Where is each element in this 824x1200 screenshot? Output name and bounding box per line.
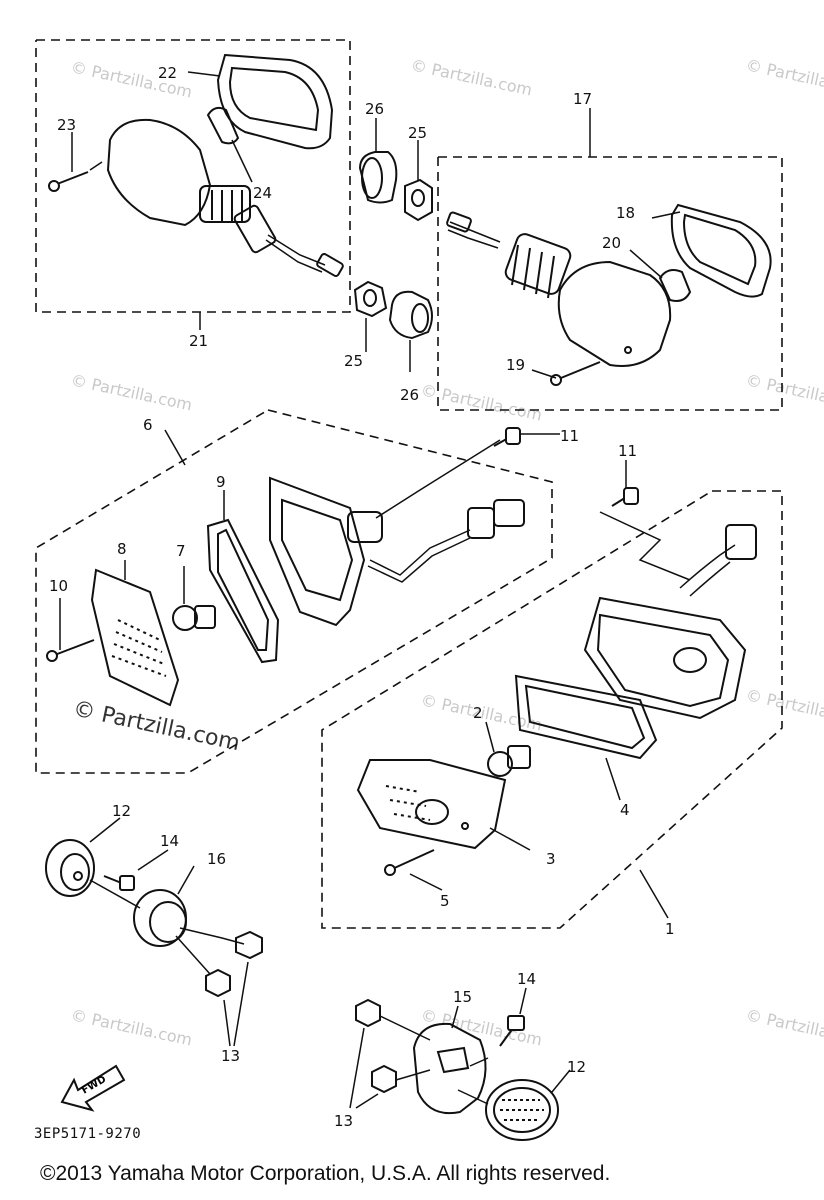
screw-head-11 bbox=[623, 487, 639, 505]
bulb-part-7 bbox=[172, 605, 198, 631]
watermark: © Partzilla.com bbox=[744, 55, 824, 99]
callout-13: 13 bbox=[221, 1047, 240, 1065]
grommets-and-nuts bbox=[353, 118, 433, 372]
callout-14: 14 bbox=[160, 832, 179, 850]
housing-part-1 bbox=[583, 596, 747, 720]
reflector-assembly-left bbox=[45, 817, 263, 1047]
nut-part-13 bbox=[355, 998, 381, 1028]
connector bbox=[725, 524, 757, 560]
callout-14: 14 bbox=[517, 970, 536, 988]
callout-9: 9 bbox=[216, 473, 226, 491]
callout-11: 11 bbox=[618, 442, 637, 460]
screw-part-19 bbox=[555, 361, 601, 381]
callout-25: 25 bbox=[408, 124, 427, 142]
nut-part-13 bbox=[371, 1064, 397, 1094]
callout-5: 5 bbox=[440, 892, 450, 910]
reflector-part-12 bbox=[485, 1079, 559, 1141]
grommet-part-26 bbox=[358, 151, 398, 204]
watermark: © Partzilla.com bbox=[744, 685, 824, 729]
nut-part-25 bbox=[404, 178, 433, 222]
callout-26: 26 bbox=[400, 386, 419, 404]
callout-24: 24 bbox=[253, 184, 272, 202]
watermark: © Partzilla.com bbox=[69, 1005, 194, 1049]
screw-part-10 bbox=[51, 639, 95, 657]
callouts: 1 2 3 4 5 6 7 8 9 10 11 11 12 12 13 13 1… bbox=[49, 64, 675, 1130]
callout-25: 25 bbox=[344, 352, 363, 370]
nut-part-13 bbox=[235, 930, 263, 960]
callout-2: 2 bbox=[473, 704, 483, 722]
callout-21: 21 bbox=[189, 332, 208, 350]
callout-10: 10 bbox=[49, 577, 68, 595]
callout-22: 22 bbox=[158, 64, 177, 82]
group-1-rear-flasher bbox=[321, 490, 783, 929]
bulb-part-20 bbox=[658, 269, 692, 302]
screw-part-5 bbox=[389, 849, 435, 871]
callout-19: 19 bbox=[506, 356, 525, 374]
callout-7: 7 bbox=[176, 542, 186, 560]
housing-part-17 bbox=[557, 260, 672, 367]
reflector-part-12 bbox=[45, 839, 95, 897]
callout-12: 12 bbox=[567, 1058, 586, 1076]
watermark-main: © Partzilla.com bbox=[71, 696, 242, 756]
nut-part-25 bbox=[353, 280, 388, 318]
grommet-part-26 bbox=[388, 290, 433, 340]
callout-6: 6 bbox=[143, 416, 153, 434]
fwd-arrow-icon: FWD bbox=[60, 1064, 126, 1112]
callout-26: 26 bbox=[365, 100, 384, 118]
watermark: © Partzilla.com bbox=[744, 370, 824, 414]
nut-part-13 bbox=[205, 968, 231, 998]
bulb-part-24 bbox=[206, 106, 240, 145]
callout-13: 13 bbox=[334, 1112, 353, 1130]
bracket-part-15 bbox=[412, 1022, 487, 1114]
watermark: © Partzilla.com bbox=[744, 1005, 824, 1049]
group-21-front-flasher bbox=[35, 39, 351, 330]
housing-part-6 bbox=[269, 476, 366, 627]
callout-12: 12 bbox=[112, 802, 131, 820]
callout-16: 16 bbox=[207, 850, 226, 868]
lens-part-8 bbox=[90, 568, 180, 707]
gasket-part-9 bbox=[206, 518, 280, 664]
group-6-rear-flasher bbox=[35, 409, 560, 774]
lens-part-3 bbox=[356, 759, 507, 850]
callout-15: 15 bbox=[453, 988, 472, 1006]
callout-8: 8 bbox=[117, 540, 127, 558]
callout-11: 11 bbox=[560, 427, 579, 445]
callout-20: 20 bbox=[602, 234, 621, 252]
callout-18: 18 bbox=[616, 204, 635, 222]
callout-17: 17 bbox=[573, 90, 592, 108]
callout-4: 4 bbox=[620, 801, 630, 819]
fwd-label: FWD bbox=[80, 1074, 108, 1097]
bulb-part-2 bbox=[487, 751, 513, 777]
callout-1: 1 bbox=[665, 920, 675, 938]
watermark: © Partzilla.com bbox=[69, 370, 194, 414]
lens-part-18 bbox=[670, 203, 772, 298]
watermark: © Partzilla.com bbox=[409, 55, 534, 99]
reflector-assembly-right bbox=[349, 987, 571, 1141]
callout-3: 3 bbox=[546, 850, 556, 868]
gasket-part-4 bbox=[514, 674, 658, 760]
copyright-notice: ©2013 Yamaha Motor Corporation, U.S.A. A… bbox=[40, 1162, 611, 1185]
diagram-part-code: 3EP5171-9270 bbox=[34, 1126, 142, 1142]
housing-part-21 bbox=[106, 118, 212, 227]
callout-23: 23 bbox=[57, 116, 76, 134]
group-17-front-flasher bbox=[437, 108, 783, 411]
